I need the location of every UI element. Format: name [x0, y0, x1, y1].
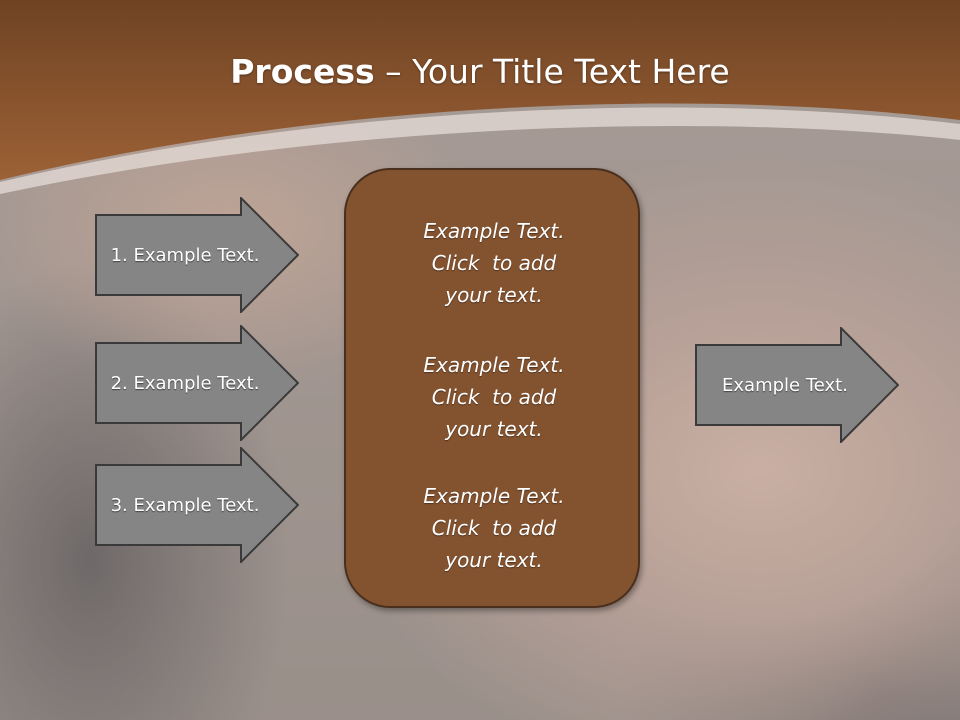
title-rest: – Your Title Text Here — [374, 52, 730, 91]
center-text-line: Example Text. — [423, 219, 565, 243]
process-arrow-label: 2. Example Text. — [110, 372, 260, 394]
center-text-line: Click to add — [431, 251, 557, 275]
process-arrow-label: 1. Example Text. — [110, 244, 260, 266]
center-text-line: Example Text. — [423, 353, 565, 377]
center-text-block-2: Example Text. Click to add your text. — [346, 349, 642, 445]
center-text-line: Example Text. — [423, 484, 565, 508]
center-text-box[interactable]: Example Text. Click to add your text. Ex… — [344, 168, 640, 608]
process-arrow-1[interactable]: 1. Example Text. — [95, 197, 299, 313]
center-text-line: Click to add — [431, 385, 557, 409]
header-banner — [0, 0, 960, 230]
process-arrow-label: 3. Example Text. — [110, 494, 260, 516]
process-arrow-3[interactable]: 3. Example Text. — [95, 447, 299, 563]
center-text-block-1: Example Text. Click to add your text. — [346, 215, 642, 311]
slide-title[interactable]: Process – Your Title Text Here — [0, 52, 960, 91]
center-text-line: your text. — [445, 548, 543, 572]
center-text-line: Click to add — [431, 516, 557, 540]
center-text-block-3: Example Text. Click to add your text. — [346, 480, 642, 576]
center-text-line: your text. — [445, 417, 543, 441]
result-arrow-label: Example Text. — [722, 374, 848, 396]
title-bold: Process — [230, 52, 375, 91]
process-arrow-2[interactable]: 2. Example Text. — [95, 325, 299, 441]
center-text-line: your text. — [445, 283, 543, 307]
result-arrow[interactable]: Example Text. — [695, 327, 899, 443]
